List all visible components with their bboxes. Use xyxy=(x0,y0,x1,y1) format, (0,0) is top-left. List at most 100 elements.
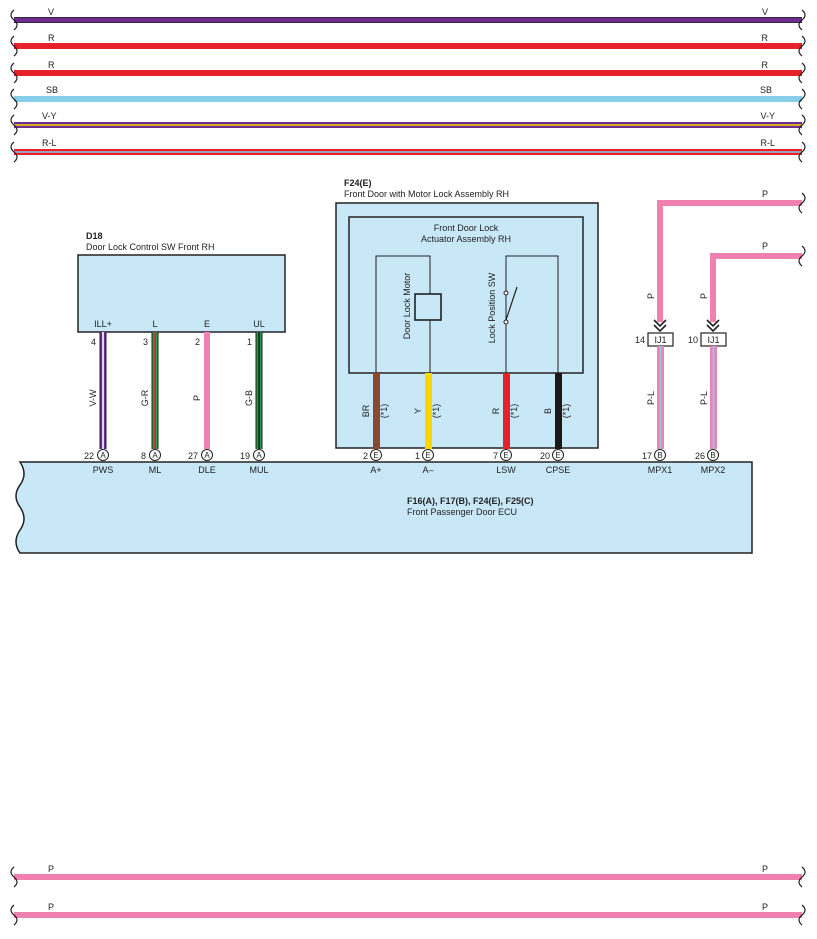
wire-label-left: R-L xyxy=(42,138,57,148)
d18-code: D18 xyxy=(86,231,103,241)
ecu-pin-ml: 8 A ML xyxy=(141,449,162,475)
ecu-codes: F16(A), F17(B), F24(E), F25(C) xyxy=(407,496,534,506)
actuator-title-2: Actuator Assembly RH xyxy=(421,234,511,244)
wire-color-code: P-L xyxy=(699,391,709,405)
terminal-name: DLE xyxy=(198,465,216,475)
d18-terminal-name: E xyxy=(204,319,210,329)
pin-number: 3 xyxy=(143,337,148,347)
connector-letter: A xyxy=(100,451,106,460)
pin-number: 20 xyxy=(540,451,550,461)
wire-color-code: G-B xyxy=(244,390,254,406)
wire-note: (*1) xyxy=(561,404,571,419)
ij1-junction-1: IJ1 14 xyxy=(635,332,674,347)
actuator-title-1: Front Door Lock xyxy=(434,223,499,233)
connector-letter: E xyxy=(425,451,430,460)
wire-label-right: R xyxy=(762,60,769,70)
motor-label: Door Lock Motor xyxy=(402,273,412,340)
wire-label-right: P xyxy=(762,864,768,874)
wire-color-code: P xyxy=(699,293,709,299)
f24-name: Front Door with Motor Lock Assembly RH xyxy=(344,189,509,199)
wire-color-code: V-W xyxy=(88,389,98,407)
ecu-pin-mul: 19 A MUL xyxy=(240,449,269,475)
pin-number: 8 xyxy=(141,451,146,461)
pin-number: 7 xyxy=(493,451,498,461)
terminal-name: A+ xyxy=(370,465,381,475)
pin-number: 19 xyxy=(240,451,250,461)
connector-letter: A xyxy=(256,451,262,460)
ecu-pin-lsw: 7 E LSW xyxy=(493,449,516,475)
connector-letter: E xyxy=(555,451,560,460)
pin-number: 2 xyxy=(363,451,368,461)
ecu-pin-a-plus: 2 E A+ xyxy=(363,449,382,475)
wire-color-code: R xyxy=(491,407,501,414)
wire-label-left: P xyxy=(48,864,54,874)
f24-code: F24(E) xyxy=(344,178,372,188)
harness-wire: V-Y V-Y xyxy=(10,111,806,136)
wire-a-minus: Y (*1) xyxy=(413,373,441,449)
harness-wire: P P xyxy=(10,902,806,926)
wire-cpse: B (*1) xyxy=(543,373,571,449)
wire-label-left: P xyxy=(48,902,54,912)
wire-note: (*1) xyxy=(379,404,389,419)
wire-label-left: R xyxy=(48,60,55,70)
ecu-pin-mpx1: 17 B MPX1 xyxy=(642,449,672,475)
actuator-body xyxy=(348,216,584,374)
ecu-pin-a-minus: 1 E A– xyxy=(415,449,434,475)
wire-color-code: P xyxy=(646,293,656,299)
bottom-harness: P P P P xyxy=(10,864,806,926)
ecu-pins: 22 A PWS 8 A ML 27 A DLE 19 A MUL 2 E xyxy=(84,449,725,475)
motor-icon xyxy=(414,293,442,321)
connector-letter: A xyxy=(204,451,210,460)
wire-label-right: V-Y xyxy=(760,111,775,121)
terminal-name: A– xyxy=(422,465,433,475)
mpx2-input-wire: P P xyxy=(699,241,806,333)
mpx1-input-wire: P P xyxy=(646,189,806,333)
switch-label: Lock Position SW xyxy=(487,272,497,343)
wire-lsw: R (*1) xyxy=(491,373,519,449)
ij1-junction-2: IJ1 10 xyxy=(688,332,727,347)
mpx-wires: P P P P IJ1 14 IJ1 10 P-L xyxy=(635,189,806,449)
harness-wire: P P xyxy=(10,864,806,888)
chevron-down-icon xyxy=(653,319,667,333)
wire-pws: 4 V-W xyxy=(88,332,107,449)
terminal-name: PWS xyxy=(93,465,114,475)
harness-wire: V V xyxy=(10,7,806,31)
wire-label-left: V xyxy=(48,7,54,17)
junction-label: IJ1 xyxy=(707,335,719,345)
door-lock-motor: Door Lock Motor xyxy=(375,255,442,374)
connector-letter: E xyxy=(373,451,378,460)
wire-color-code: B xyxy=(543,408,553,414)
connector-letter: B xyxy=(710,451,715,460)
switch-icon xyxy=(505,286,518,321)
wire-label-left: SB xyxy=(46,85,58,95)
ecu-pin-dle: 27 A DLE xyxy=(188,449,216,475)
wire-label-right: P xyxy=(762,902,768,912)
f24-assembly: F24(E) Front Door with Motor Lock Assemb… xyxy=(335,178,599,449)
pin-number: 10 xyxy=(688,335,698,345)
harness-wire: R-L R-L xyxy=(10,138,806,163)
top-harness: V V R R R R SB SB V-Y V-Y xyxy=(10,7,806,163)
wire-label: P xyxy=(762,241,768,251)
pin-number: 17 xyxy=(642,451,652,461)
d18-terminal-name: ILL+ xyxy=(94,319,112,329)
mpx1-output-wire: P-L xyxy=(646,346,664,449)
connector-letter: B xyxy=(657,451,662,460)
front-passenger-door-ecu: F16(A), F17(B), F24(E), F25(C) Front Pas… xyxy=(15,461,753,554)
chevron-down-icon xyxy=(706,319,720,333)
wire-color-code: P-L xyxy=(646,391,656,405)
harness-wire: R R xyxy=(10,60,806,84)
junction-label: IJ1 xyxy=(654,335,666,345)
wire-color-code: Y xyxy=(413,408,423,414)
wire-label-left: V-Y xyxy=(42,111,57,121)
mpx2-output-wire: P-L xyxy=(699,346,717,449)
terminal-name: MUL xyxy=(249,465,268,475)
connector-letter: E xyxy=(503,451,508,460)
d18-switch: D18 Door Lock Control SW Front RH ILL+ L… xyxy=(77,231,286,333)
wire-label-left: R xyxy=(48,33,55,43)
terminal-name: ML xyxy=(149,465,162,475)
wire-note: (*1) xyxy=(431,404,441,419)
terminal-name: LSW xyxy=(496,465,516,475)
ecu-body xyxy=(15,461,753,554)
pin-number: 22 xyxy=(84,451,94,461)
